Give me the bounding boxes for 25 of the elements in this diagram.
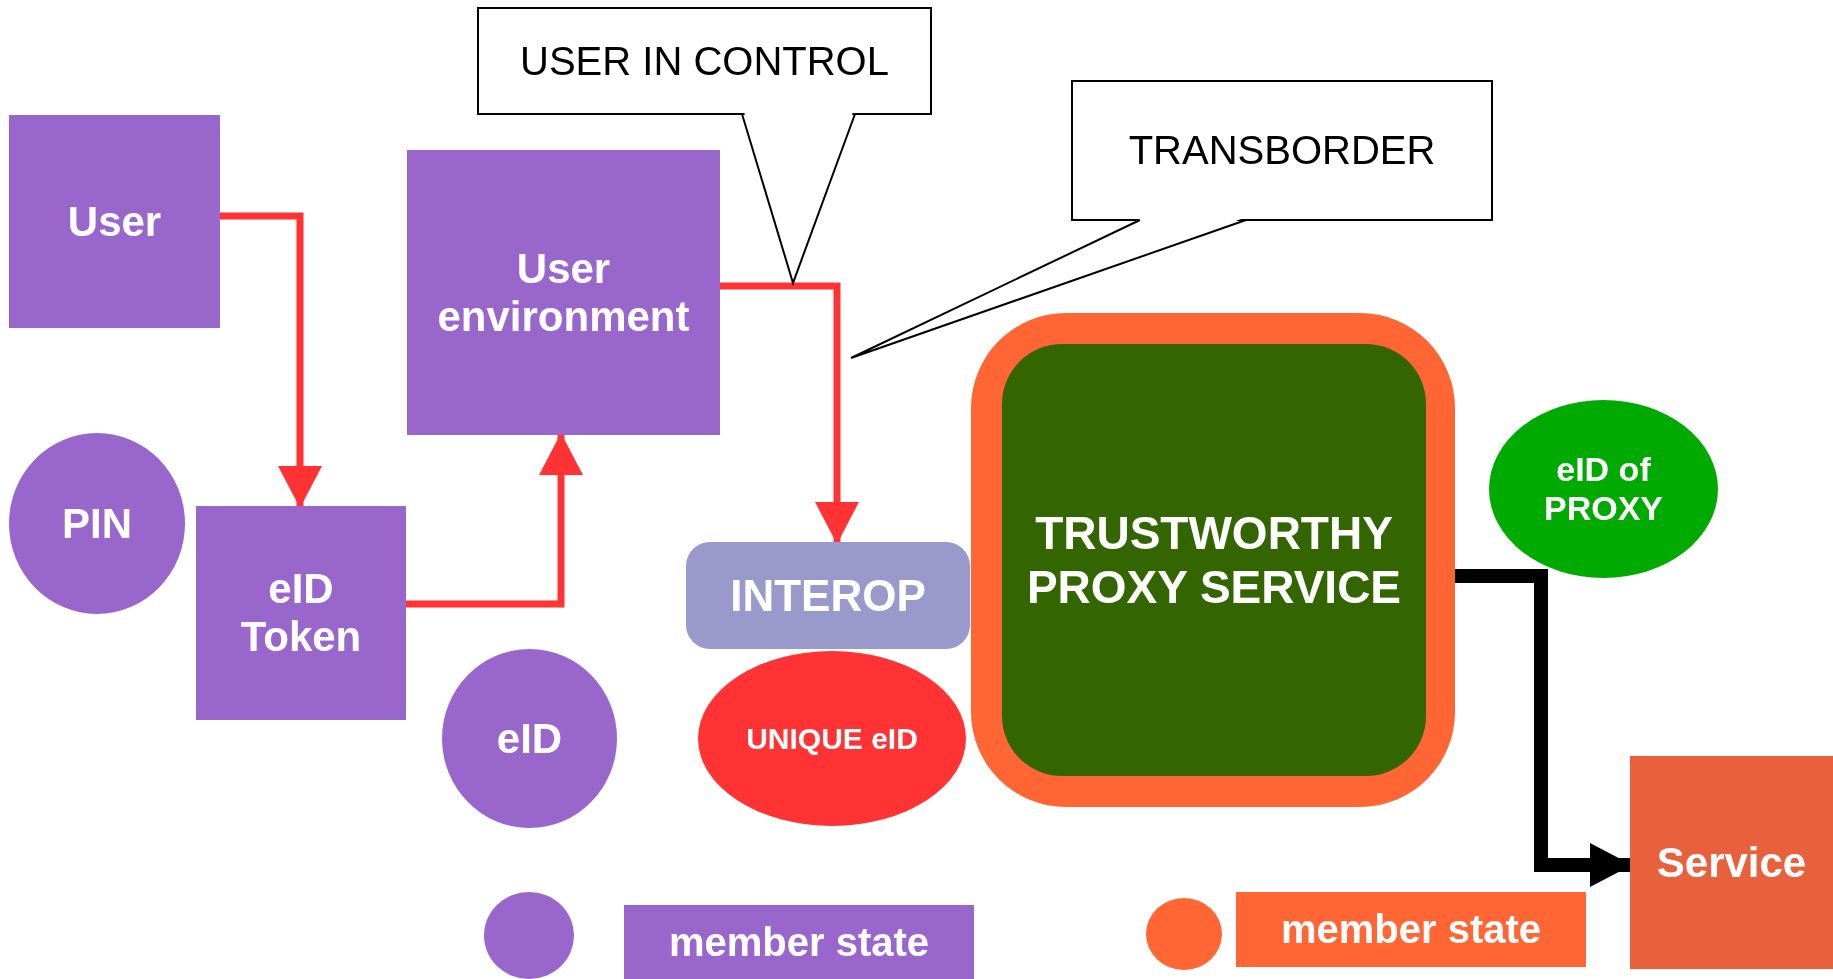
node-label: Service [1656,838,1807,887]
process-box [1630,756,1833,969]
rounded-box [971,313,1455,807]
process-box [9,115,220,328]
legend-label: member state [624,905,974,979]
node-label: User [67,197,162,246]
node-label: UNIQUE eID [746,721,918,756]
arrow [720,282,859,544]
node-label: USER IN CONTROL [520,38,889,84]
process-box [407,150,720,435]
process-box [196,506,406,720]
node-label: eID Token [239,565,363,661]
node-label: User environment [436,244,691,341]
node-label: TRANSBORDER [1128,128,1436,173]
rounded-box [686,542,970,649]
arrow [406,433,583,608]
node-label: TRUSTWORTHY PROXY SERVICE [1025,506,1403,614]
legend-label: member state [1236,892,1586,967]
node-label: PIN [62,499,132,548]
node-label: eID of PROXY [1542,450,1664,528]
callout-box [1071,80,1493,221]
arrow [220,212,322,508]
node-label: eID [496,714,563,763]
arrow [1455,569,1632,887]
node-label: INTEROP [730,570,926,621]
